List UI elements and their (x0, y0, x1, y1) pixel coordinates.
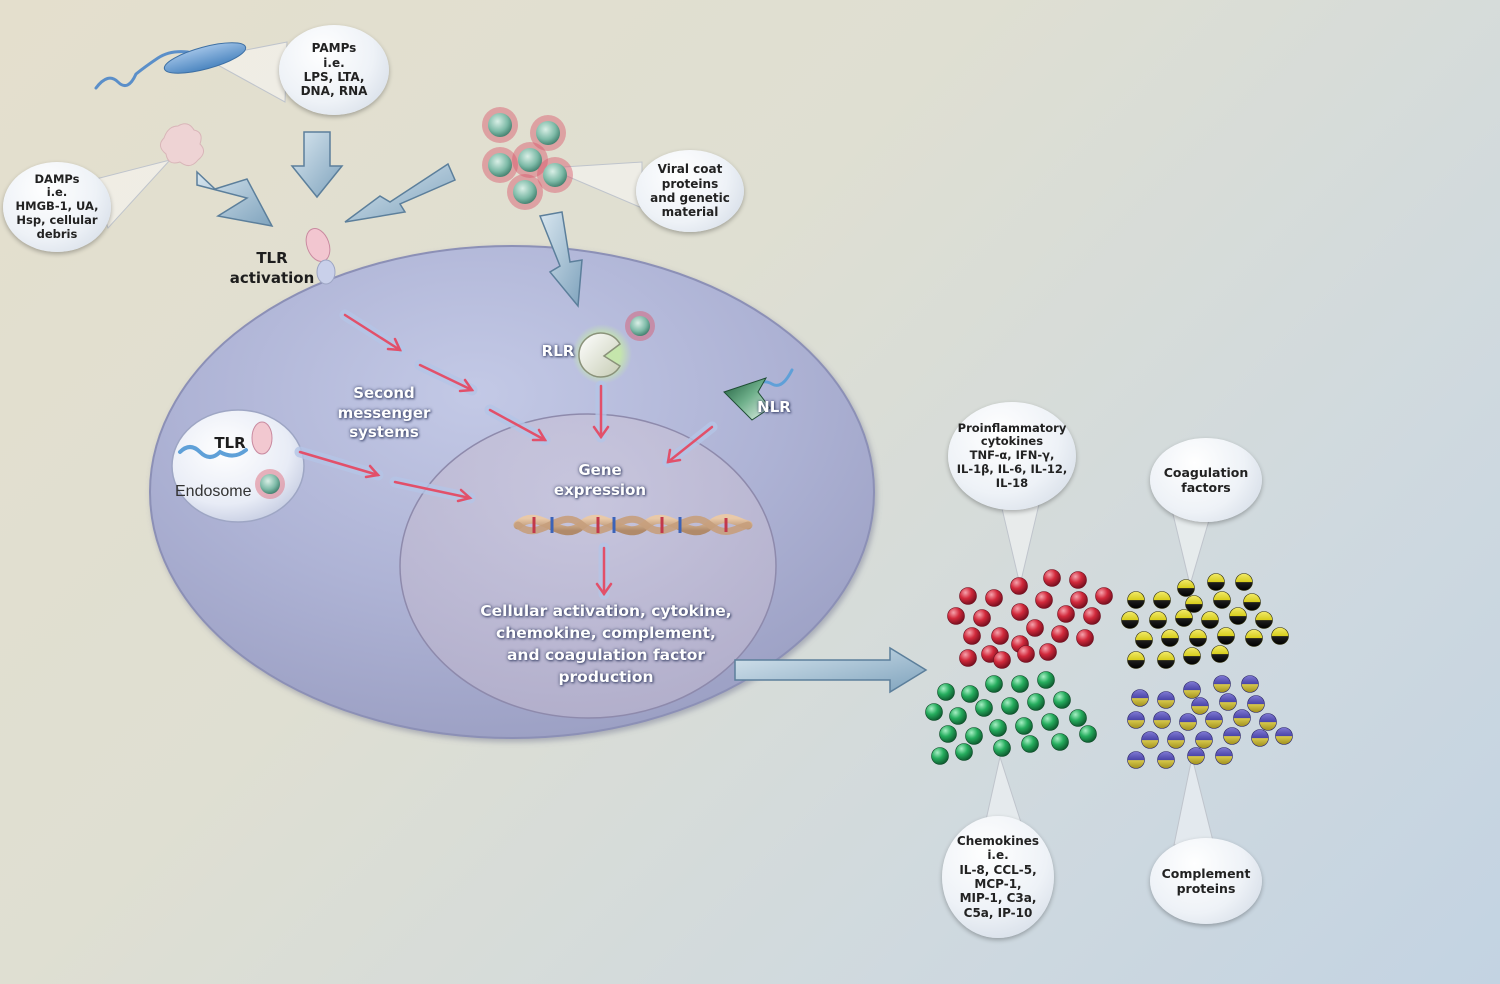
production-line: production (558, 668, 654, 686)
pamps-line: i.e. (323, 55, 345, 70)
proinflammatory-line: TNF-α, IFN-γ, (969, 448, 1055, 463)
chemokines-bubble: Chemokines i.e. IL-8, CCL-5, MCP-1, MIP-… (942, 816, 1054, 938)
tlr-activation-line: TLR (256, 249, 288, 267)
proinflammatory-line: cytokines (980, 434, 1044, 449)
complement-line: proteins (1176, 881, 1236, 896)
damps-bubble: DAMPs i.e. HMGB-1, UA, Hsp, cellular deb… (3, 162, 111, 252)
cytokine-particles (947, 569, 1113, 669)
gene-expression-line: Gene (578, 461, 622, 479)
proinflammatory-line: IL-18 (995, 475, 1029, 490)
endosome (171, 409, 305, 523)
viral-line: proteins (661, 176, 719, 191)
damp-debris (160, 123, 204, 166)
endosome-label: Endosome (175, 483, 252, 501)
chemokines-line: MCP-1, (974, 877, 1022, 891)
proinflammatory-line: Proinflammatory (957, 420, 1067, 435)
rlr-receptor (578, 332, 622, 378)
virus-cluster (482, 107, 573, 210)
second-messenger-line: systems (349, 423, 419, 441)
chemokines-line: Chemokines (956, 833, 1040, 848)
virus-to-tlr-arrow (344, 162, 456, 223)
cell-to-products-arrow (734, 646, 928, 694)
chemokines-line: C5a, IP-10 (963, 905, 1033, 920)
chemokines-line: MIP-1, C3a, (959, 891, 1037, 906)
signal-arrow (595, 542, 613, 600)
viral-line: material (661, 205, 719, 220)
chemokines-line: IL-8, CCL-5, (959, 862, 1037, 877)
endosome-tlr-text: TLR (214, 434, 246, 452)
damps-line: i.e. (46, 185, 68, 200)
pamps-bubble: PAMPs i.e. LPS, LTA, DNA, RNA (279, 25, 389, 115)
rlr-label: RLR (536, 342, 580, 360)
signal-arrow (294, 446, 384, 481)
pamps-line: DNA, RNA (300, 84, 368, 99)
production-line: chemokine, complement, (496, 624, 716, 642)
second-messenger-line: messenger (337, 403, 431, 422)
tlr-activation-label: TLR activation (214, 248, 330, 289)
complement-line: Complement (1161, 866, 1251, 881)
pamps-line: PAMPs (311, 41, 357, 56)
endosome-virus (255, 469, 285, 499)
pamps-line: LPS, LTA, (303, 70, 365, 84)
damps-line: debris (36, 226, 78, 241)
proinflammatory-line: IL-1β, IL-6, IL-12, (956, 461, 1068, 476)
nucleus (399, 413, 777, 719)
dna-helix (513, 514, 753, 536)
signal-arrow (389, 476, 476, 504)
viral-line: Viral coat (657, 162, 723, 177)
endosome-tlr-receptor (251, 421, 273, 455)
rlr-text: RLR (541, 342, 575, 360)
endosome-tlr-label: TLR (208, 434, 252, 452)
viral-bubble: Viral coat proteins and genetic material (636, 150, 744, 232)
endosome-dna-strand (178, 445, 248, 459)
endosome-text: Endosome (175, 483, 252, 500)
proinflammatory-bubble: Proinflammatory cytokines TNF-α, IFN-γ, … (948, 402, 1076, 510)
virus-to-rlr-arrow (538, 211, 583, 308)
damps-line: HMGB-1, UA, (15, 199, 99, 214)
signal-arrow (662, 421, 718, 468)
complement-bubble: Complement proteins (1150, 838, 1262, 924)
coagulation-line: Coagulation (1163, 465, 1249, 480)
coagulation-particles (1121, 573, 1289, 669)
complement-pointer (1173, 756, 1215, 846)
coagulation-bubble: Coagulation factors (1150, 438, 1262, 522)
tlr-receptor-base (316, 259, 336, 285)
gene-expression-label: Gene expression (540, 460, 660, 501)
second-messenger-line: Second (353, 384, 415, 402)
production-line: Cellular activation, cytokine, (480, 602, 732, 620)
chemokine-particles (925, 671, 1097, 765)
nlr-label: NLR (752, 398, 796, 416)
signal-arrow (414, 359, 478, 396)
damps-line: Hsp, cellular (16, 212, 98, 227)
damps-to-tlr-arrow (196, 170, 274, 228)
damps-line: DAMPs (34, 171, 80, 186)
nlr-receptor (723, 377, 771, 421)
gene-expression-line: expression (553, 481, 647, 500)
bacterium-flagellum (94, 50, 190, 90)
signal-arrow (339, 309, 406, 356)
nlr-text: NLR (757, 398, 791, 416)
signal-arrow (484, 404, 551, 446)
bacterium (163, 42, 247, 74)
complement-particles (1127, 675, 1293, 769)
signal-arrows (294, 309, 718, 600)
tlr-activation-line: activation (229, 269, 315, 288)
proinflammatory-pointer (999, 499, 1041, 586)
viral-line: and genetic (650, 191, 730, 205)
rlr-virus (625, 311, 655, 341)
second-messenger-label: Second messenger systems (320, 384, 448, 443)
pamps-to-tlr-arrow (290, 131, 344, 199)
production-line: and coagulation factor (506, 646, 706, 664)
signal-arrow (592, 380, 610, 443)
chemokines-line: i.e. (987, 848, 1009, 863)
production-label: Cellular activation, cytokine, chemokine… (470, 600, 742, 688)
coagulation-line: factors (1181, 480, 1231, 495)
